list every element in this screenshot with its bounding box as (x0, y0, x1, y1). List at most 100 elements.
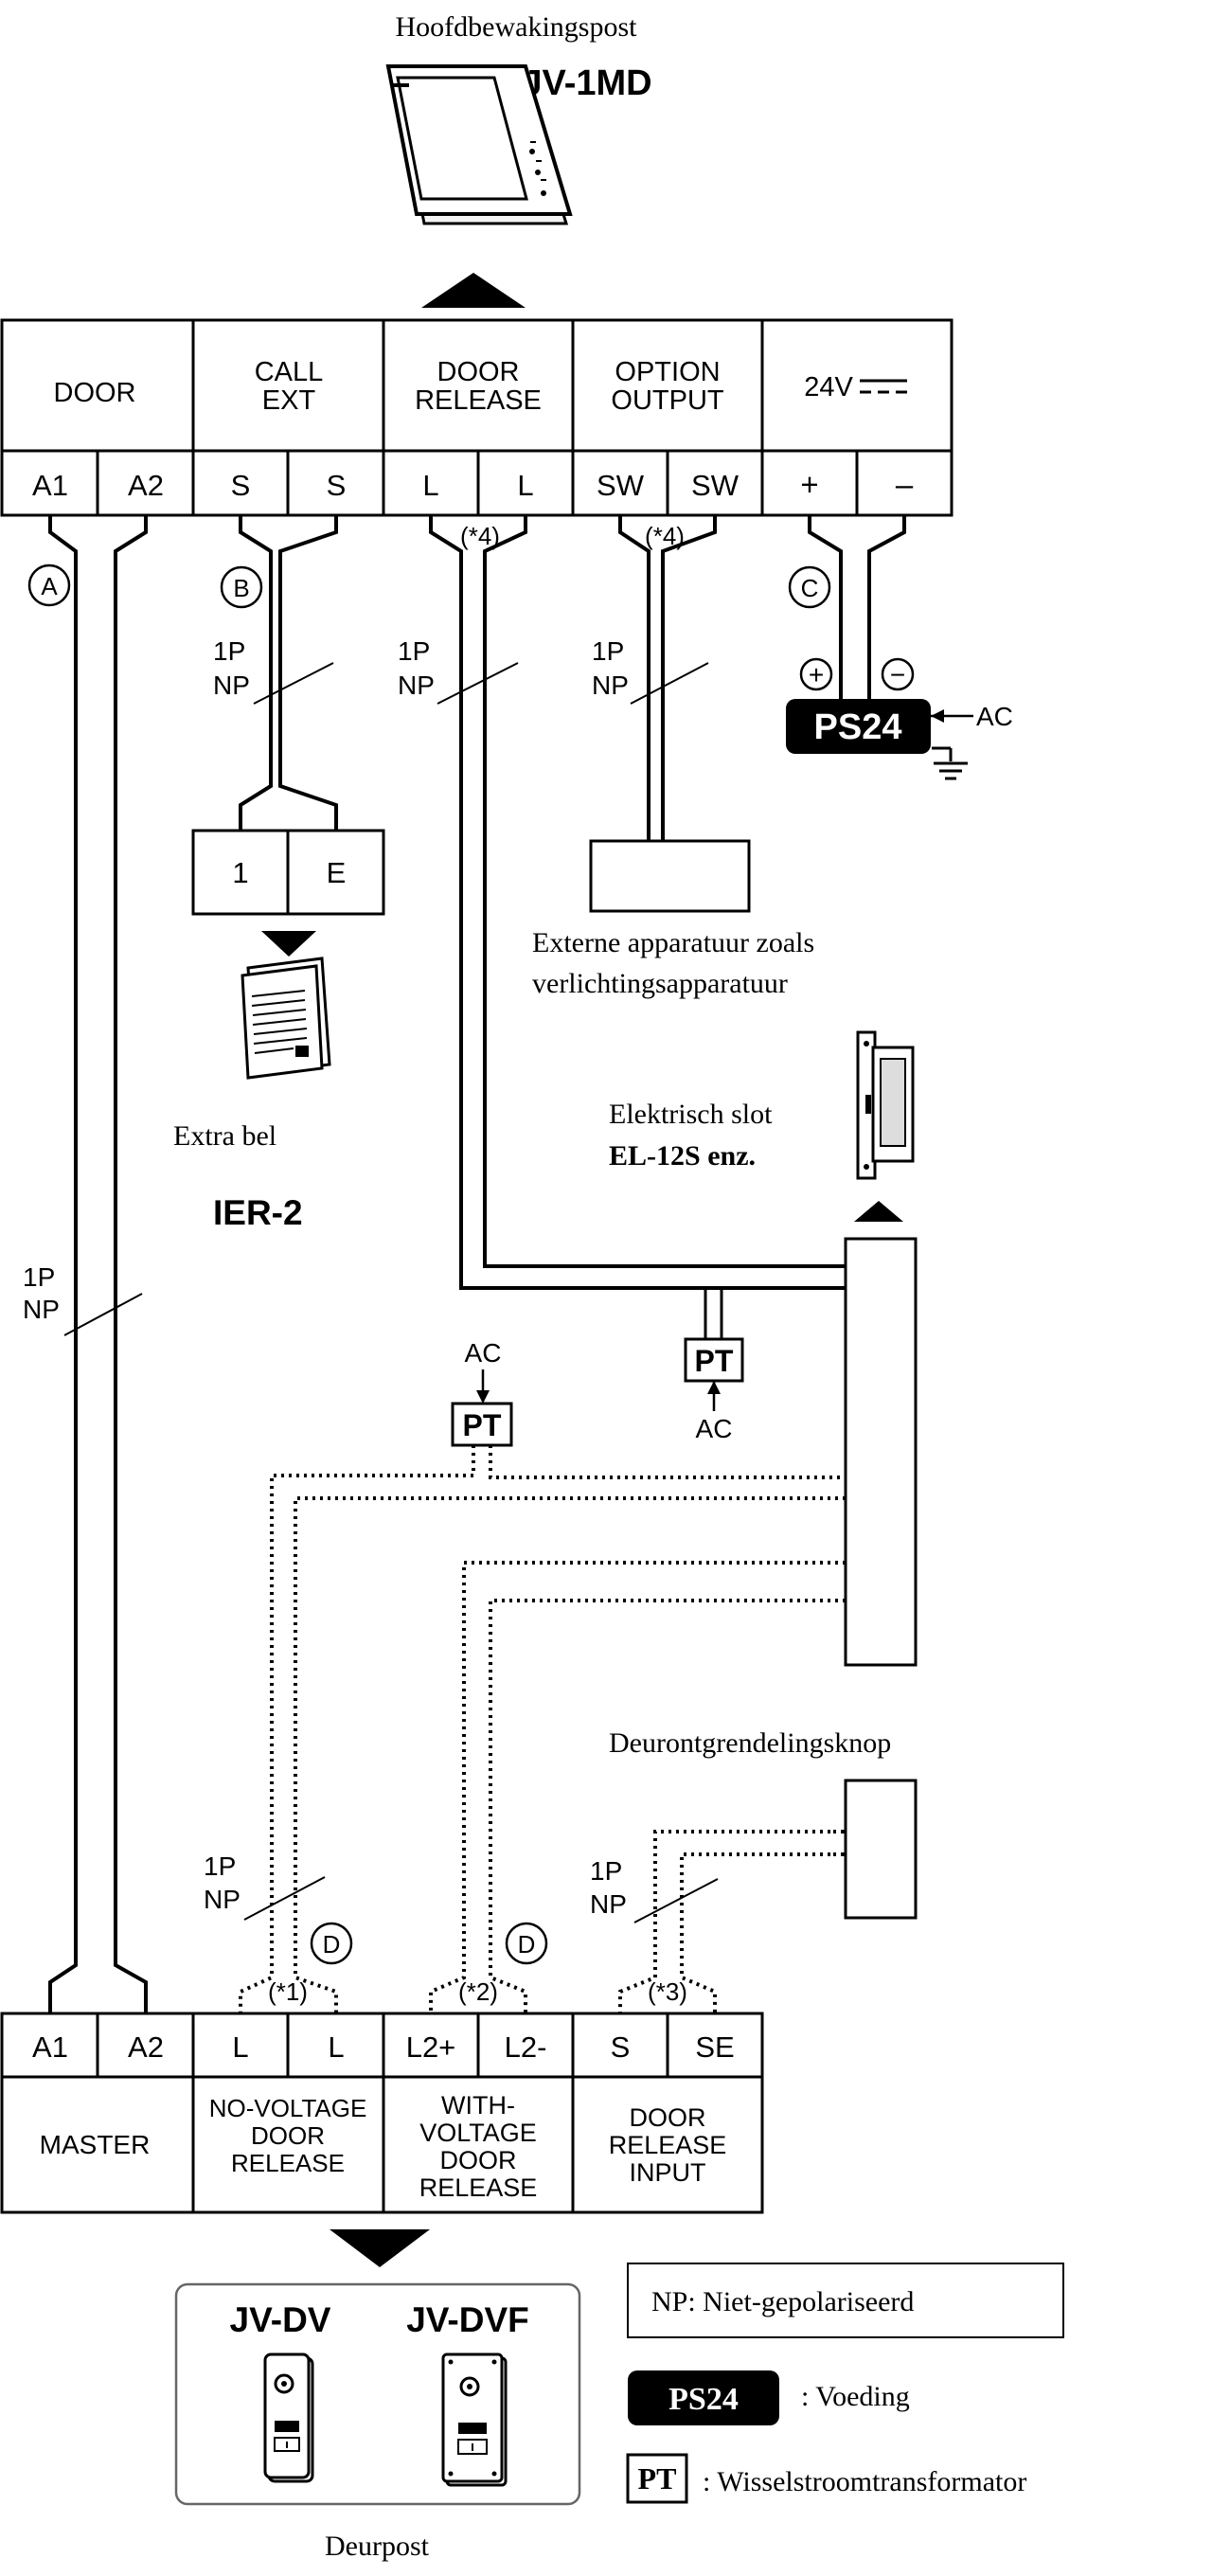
main-station-model: JV-1MD (522, 63, 651, 103)
marker-d-left-letter: D (323, 1930, 341, 1959)
cable-option-output (618, 515, 717, 841)
note-1: (*1) (268, 1977, 308, 2006)
top-terminal-a1: A1 (32, 469, 68, 502)
bottom-group-master: MASTER (40, 2130, 151, 2159)
arrow-up-main (421, 273, 526, 308)
arrow-down-door-station (330, 2229, 430, 2267)
cable-novolt-type-2: NP (204, 1885, 241, 1914)
bottom-terminal-l2minus: L2- (505, 2030, 547, 2064)
chime-caption: Extra bel (173, 1120, 276, 1152)
top-terminal-s2: S (327, 469, 347, 502)
bottom-terminal-l2: L (328, 2030, 344, 2064)
ps24-power-supply: PS24 (786, 699, 931, 754)
bottom-group-input-2: RELEASE (609, 2131, 727, 2159)
ps24-plus-marker (799, 657, 833, 691)
legend-np-text: NP: Niet-gepolariseerd (651, 2286, 914, 2317)
bottom-terminal-se: SE (695, 2030, 734, 2064)
main-station-caption: Hoofdbewakingspost (396, 11, 638, 43)
pt-lock-ac: AC (696, 1414, 733, 1443)
ps24-plus: + (809, 660, 824, 689)
legend-pt-text: : Wisselstroomtransformator (703, 2466, 1026, 2497)
arrow-up-lock (854, 1201, 903, 1222)
top-group-door-release-1: DOOR (437, 357, 520, 387)
top-terminal-minus: – (896, 467, 914, 502)
marker-d-left (310, 1922, 353, 1965)
chime-terminal-e: E (327, 856, 347, 889)
cable-release-type-2: NP (398, 671, 435, 700)
top-group-call-ext-2: EXT (262, 385, 316, 416)
note-3: (*3) (648, 1977, 687, 2006)
cable-release-type-1: 1P (398, 636, 430, 666)
jv-dv-illustration (263, 2352, 314, 2483)
note-4-right: (*4) (645, 522, 685, 550)
note-4-left: (*4) (460, 522, 500, 550)
chime-illustration (241, 957, 331, 1080)
bottom-group-input-1: DOOR (630, 2103, 706, 2132)
external-equipment-box (589, 839, 751, 913)
bottom-terminal-a1: A1 (32, 2030, 68, 2064)
cable-b-type-1: 1P (213, 636, 245, 666)
legend-pt-badge: PT (638, 2461, 677, 2496)
ps24-label: PS24 (814, 707, 902, 747)
cable-a-type-2: NP (23, 1295, 60, 1324)
legend-ps24-badge: PS24 (668, 2382, 739, 2417)
chime-terminal-box: 1 E (191, 829, 385, 916)
marker-b (220, 565, 263, 609)
bottom-group-withvolt-2: VOLTAGE (419, 2119, 537, 2147)
note-2: (*2) (458, 1977, 498, 2006)
pt-upper-ac: AC (465, 1338, 502, 1368)
legend-pt-badge-box (626, 2453, 688, 2504)
legend-np-box (627, 2263, 1064, 2338)
bottom-group-input-3: INPUT (630, 2158, 706, 2187)
pt-upper-label: PT (463, 1408, 502, 1442)
ps24-ac: AC (976, 702, 1013, 731)
external-caption-line1: Externe apparatuur zoals (532, 927, 814, 958)
bottom-group-withvolt-1: WITH- (441, 2091, 515, 2120)
marker-d-right-letter: D (518, 1930, 536, 1959)
top-terminal-a2: A2 (128, 469, 164, 502)
lock-box-cover (844, 1237, 918, 1667)
dotted-wiring (239, 1445, 846, 2013)
top-terminal-l2: L (517, 469, 533, 502)
bottom-group-withvolt-3: DOOR (440, 2146, 517, 2174)
dc-symbol-icon (860, 379, 907, 394)
electric-lock-illustration (856, 1030, 915, 1180)
legend: NP: Niet-gepolariseerd PS24 : Voeding PT… (626, 2263, 1064, 2504)
marker-b-letter: B (233, 574, 249, 602)
pt-lock-label: PT (695, 1344, 734, 1378)
cable-b (239, 515, 338, 831)
cable-a-type-1: 1P (23, 1262, 55, 1292)
top-group-door: DOOR (54, 378, 136, 408)
ps24-ac-arrow (931, 709, 944, 723)
top-terminal-sw1: SW (597, 469, 645, 502)
release-button-caption: Deurontgrendelingsknop (609, 1727, 891, 1759)
bottom-terminal-block: A1 A2 L L L2+ L2- S SE MASTER NO-VOLTAGE… (0, 2012, 764, 2214)
bottom-group-novolt-2: DOOR (251, 2121, 325, 2150)
chime-model: IER-2 (213, 1193, 303, 1232)
bottom-group-novolt-1: NO-VOLTAGE (209, 2094, 367, 2122)
ps24-minus-marker (881, 657, 915, 691)
bottom-terminal-l1: L (232, 2030, 248, 2064)
bottom-group-novolt-3: RELEASE (231, 2149, 345, 2177)
cable-a (48, 515, 148, 2013)
legend-ps24-badge-bg (628, 2370, 779, 2425)
cable-c (808, 515, 906, 703)
main-monitor-illustration (385, 64, 573, 225)
top-group-option-output-1: OPTION (615, 357, 720, 387)
jv-dvf-illustration (441, 2352, 508, 2487)
door-station-panel: JV-DV JV-DVF (174, 2282, 581, 2506)
top-terminal-block: DOOR CALL EXT DOOR RELEASE OPTION OUTPUT… (0, 318, 954, 517)
marker-c (788, 565, 831, 609)
ground-icon (932, 746, 968, 780)
pt-lock: PT AC (684, 1288, 744, 1443)
top-terminal-sw2: SW (691, 469, 740, 502)
top-group-option-output-2: OUTPUT (611, 385, 724, 416)
cable-option-type-1: 1P (592, 636, 624, 666)
bottom-terminal-l2plus: L2+ (406, 2030, 456, 2064)
top-terminal-plus: + (800, 467, 818, 502)
top-terminal-s1: S (231, 469, 251, 502)
marker-a-letter: A (41, 572, 58, 600)
bottom-terminal-s: S (611, 2030, 631, 2064)
cable-input-type-1: 1P (590, 1856, 622, 1886)
lock-caption: Elektrisch slot (609, 1099, 773, 1130)
